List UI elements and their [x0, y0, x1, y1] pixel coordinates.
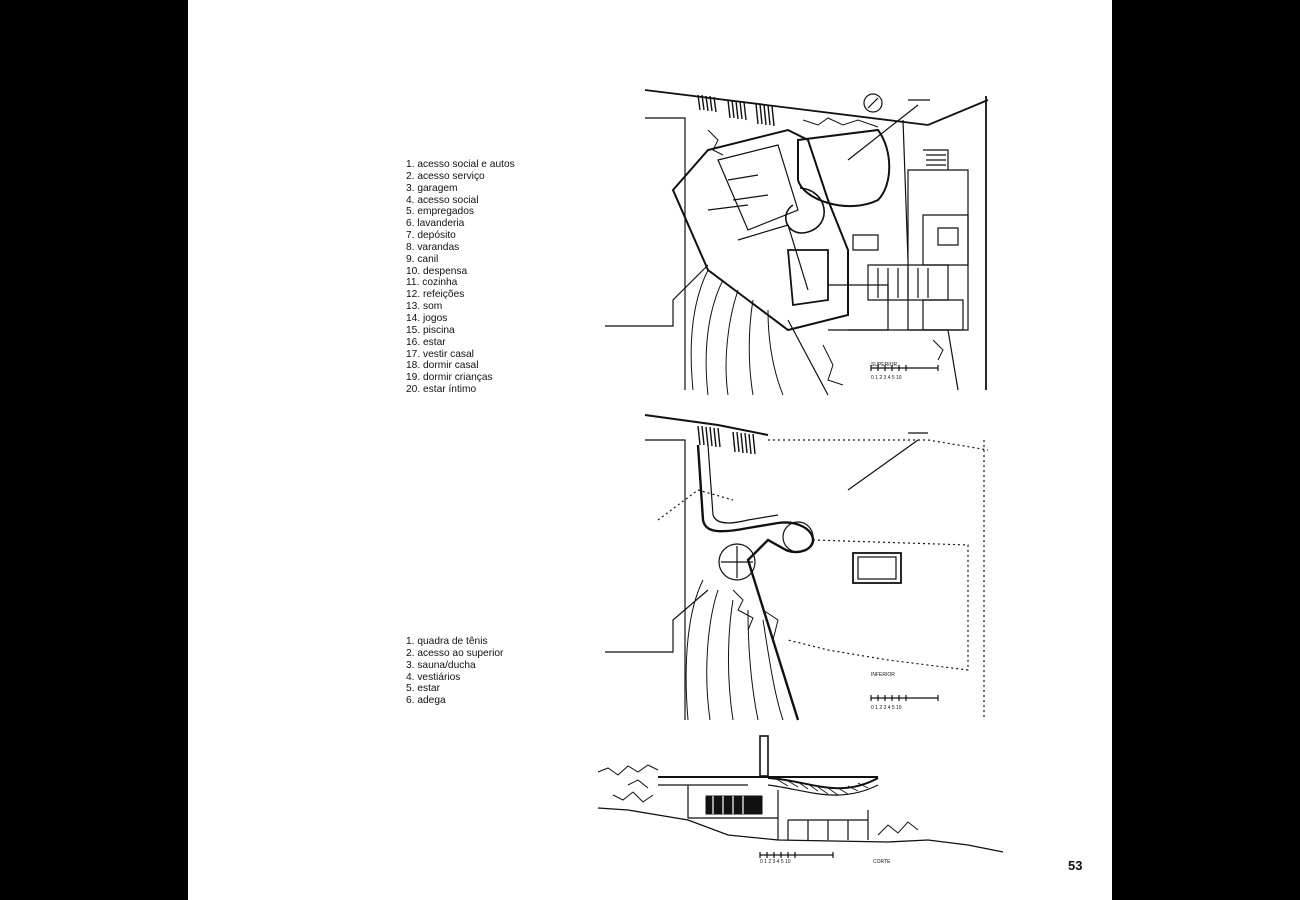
lower-plan-label: INFERIOR: [871, 672, 895, 678]
legend-item: 5. empregados: [406, 206, 474, 218]
section-scale: 0 1 2 3 4 5 10: [760, 859, 791, 865]
legend-item: 6. lavanderia: [406, 218, 465, 230]
legend-item: 15. piscina: [406, 324, 455, 336]
upper-plan-label: SUPERIOR: [871, 362, 898, 368]
legend-item: 11. cozinha: [406, 277, 458, 289]
legend-item: 7. depósito: [406, 230, 456, 242]
legend-item: 20. estar íntimo: [406, 384, 477, 396]
section-drawing: 0 1 2 3 4 5 10 CORTE: [597, 735, 1004, 865]
section-label: CORTE: [873, 859, 891, 865]
legend-item: 1. acesso social e autos: [406, 159, 515, 170]
legend-item: 19. dormir crianças: [406, 372, 493, 384]
legend-item: 12. refeições: [406, 289, 465, 301]
lower-plan-legend: 1. quadra de tênis 2. acesso ao superior…: [406, 636, 503, 707]
legend-item: 5. estar: [406, 683, 440, 695]
upper-floor-plan: SUPERIOR 0 1 2 3 4 5 10: [605, 89, 989, 396]
upper-plan-legend: 1. acesso social e autos 2. acesso servi…: [406, 159, 515, 396]
lower-plan-scale: 0 1 2 3 4 5 10: [871, 705, 902, 711]
upper-plan-scale: 0 1 2 3 4 5 10: [871, 375, 902, 381]
legend-item: 1. quadra de tênis: [406, 636, 488, 647]
legend-item: 4. acesso social: [406, 194, 479, 206]
legend-item: 17. vestir casal: [406, 348, 474, 360]
page-number: 53: [1068, 858, 1083, 873]
legend-item: 6. adega: [406, 695, 446, 707]
legend-item: 4. vestiários: [406, 671, 461, 683]
legend-item: 14. jogos: [406, 312, 448, 324]
legend-item: 9. canil: [406, 253, 439, 265]
legend-item: 18. dormir casal: [406, 360, 479, 372]
legend-item: 2. acesso serviço: [406, 170, 485, 182]
legend-item: 10. despensa: [406, 265, 468, 277]
legend-item: 3. garagem: [406, 182, 458, 194]
lower-floor-plan: INFERIOR 0 1 2 3 4 5 10: [605, 414, 989, 721]
legend-item: 2. acesso ao superior: [406, 647, 504, 659]
legend-item: 13. som: [406, 301, 443, 313]
legend-item: 8. varandas: [406, 241, 460, 253]
legend-item: 3. sauna/ducha: [406, 659, 476, 671]
book-page: 1. acesso social e autos 2. acesso servi…: [188, 0, 1112, 900]
legend-item: 16. estar: [406, 336, 446, 348]
